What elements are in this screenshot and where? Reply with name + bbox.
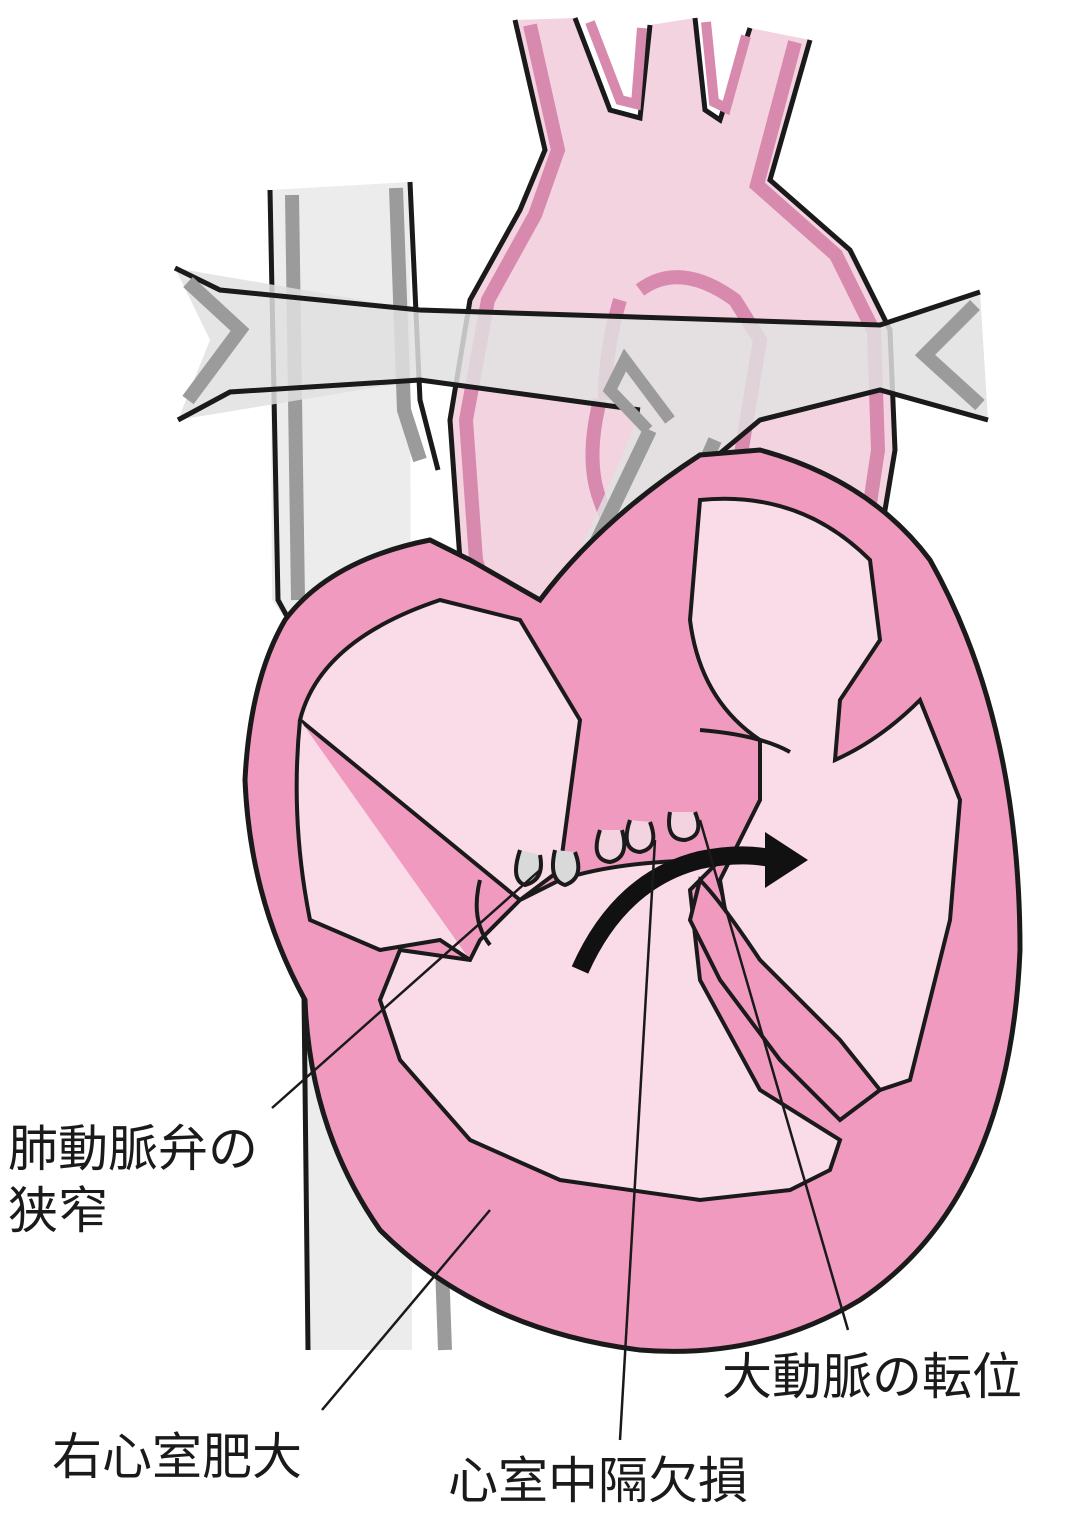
leader-line-rv-hypertrophy: [321, 1209, 491, 1411]
ventricular-septum: [687, 876, 883, 1123]
leader-line-aorta-transposition: [698, 819, 850, 1331]
right-ventricle-chamber: [297, 597, 843, 1203]
leader-line-vsd: [618, 839, 657, 1441]
label-aorta-transposition: 大動脈の転位: [722, 1348, 1022, 1406]
label-vsd: 心室中隔欠損: [448, 1452, 748, 1510]
left-ventricle-chamber: [687, 496, 963, 1093]
leader-line-pulmonary-stenosis: [271, 869, 541, 1109]
label-rv-hypertrophy: 右心室肥大: [52, 1428, 302, 1486]
label-pulmonary-stenosis: 肺動脈弁の 狭窄: [8, 1118, 258, 1242]
leader-lines: [271, 819, 850, 1441]
label-pulmonary-stenosis-line1: 肺動脈弁の: [8, 1120, 258, 1178]
flow-arrow: [571, 832, 808, 974]
label-pulmonary-stenosis-line2: 狭窄: [8, 1182, 108, 1240]
